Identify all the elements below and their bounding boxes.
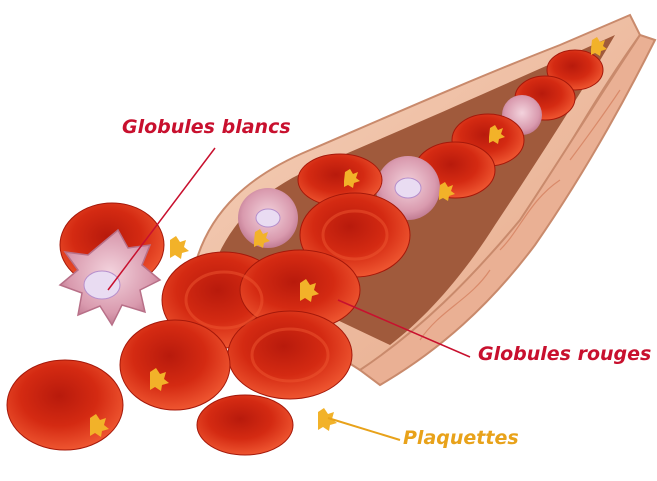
white-blood-cell-nucleus <box>395 178 421 198</box>
white-blood-cell-nucleus <box>256 209 280 227</box>
red-blood-cell-icon <box>197 395 293 455</box>
red-blood-cell-icon <box>7 360 123 450</box>
platelets-leader-line <box>328 418 400 440</box>
red-cells-label: Globules rouges <box>478 343 651 365</box>
white-cells-label: Globules blancs <box>122 116 291 138</box>
platelet-icon <box>170 236 189 259</box>
platelets-label: Plaquettes <box>403 427 519 449</box>
red-blood-cell-icon <box>120 320 230 410</box>
